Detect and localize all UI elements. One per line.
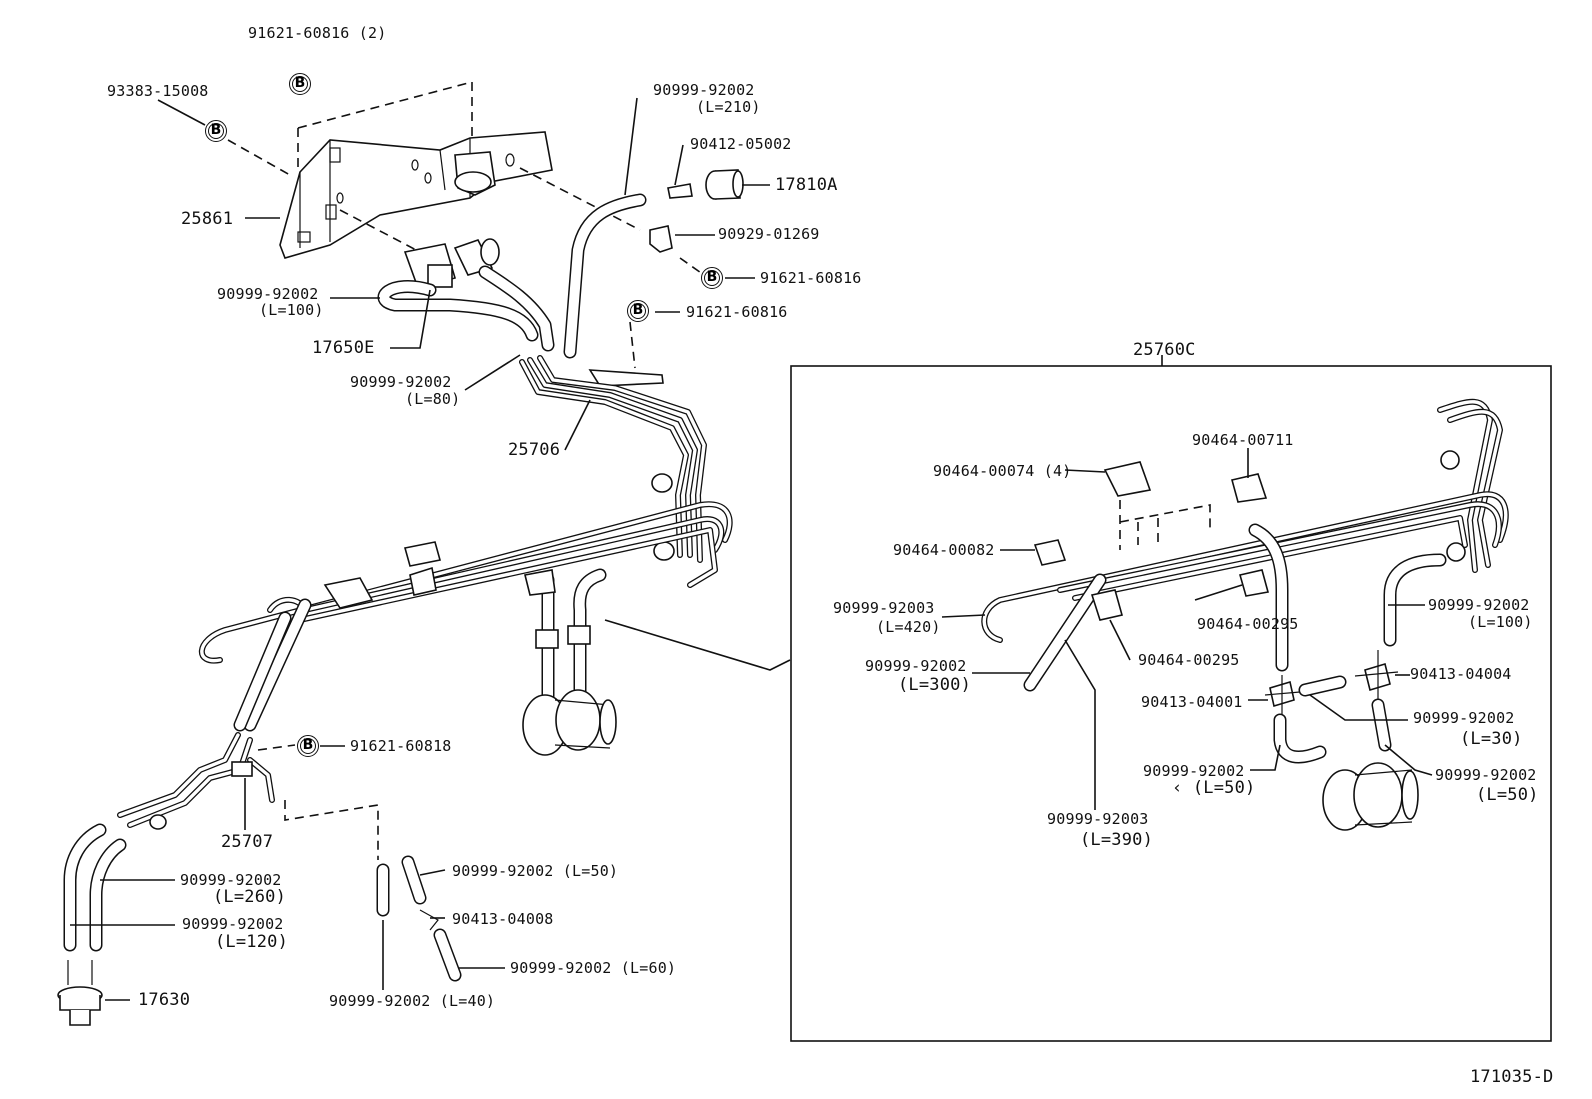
label-l120: (L=120) bbox=[215, 932, 289, 952]
label-90999-92002-l260: 90999-92002 bbox=[180, 871, 282, 889]
actuator-pair bbox=[522, 689, 617, 756]
detail-label-90999-92003-l420: 90999-92003 bbox=[833, 599, 935, 617]
bolt-marker-right: B bbox=[701, 267, 723, 289]
label-l80: (L=80) bbox=[405, 390, 461, 408]
detail-label-l390: (L=390) bbox=[1080, 830, 1154, 850]
sensor-17630 bbox=[57, 960, 103, 1026]
label-90999-92002-l60: 90999-92002 (L=60) bbox=[510, 959, 677, 977]
detail-label-90999-92002-l50-right: 90999-92002 bbox=[1435, 766, 1537, 784]
detail-label-l420: (L=420) bbox=[876, 618, 941, 636]
label-90412-05002: 90412-05002 bbox=[690, 135, 792, 153]
label-91621-60816-a: 91621-60816 bbox=[760, 269, 862, 287]
detail-box-title: 25760C bbox=[1133, 340, 1196, 360]
detail-label-90464-00295-b: 90464-00295 bbox=[1138, 651, 1240, 669]
clip-90929 bbox=[649, 225, 673, 253]
label-90999-92002-l40: 90999-92002 (L=40) bbox=[329, 992, 496, 1010]
label-17810a: 17810A bbox=[775, 175, 838, 195]
detail-label-90999-92002-l300: 90999-92002 bbox=[865, 657, 967, 675]
label-l210: (L=210) bbox=[696, 98, 761, 116]
filter-17810a bbox=[705, 169, 744, 200]
label-25861: 25861 bbox=[181, 209, 234, 229]
label-91621-60816-b: 91621-60816 bbox=[686, 303, 788, 321]
label-90999-92002-l80: 90999-92002 bbox=[350, 373, 452, 391]
vsv-17650e bbox=[403, 238, 500, 289]
pipe-25706 bbox=[519, 355, 707, 563]
label-25706: 25706 bbox=[508, 440, 561, 460]
label-91621-60818: 91621-60818 bbox=[350, 737, 452, 755]
detail-label-90999-92002-l100: 90999-92002 bbox=[1428, 596, 1530, 614]
detail-label-l30: (L=30) bbox=[1460, 729, 1523, 749]
detail-label-90413-04004: 90413-04004 bbox=[1410, 665, 1512, 683]
bolt-marker-top: B bbox=[289, 73, 311, 95]
label-17650e: 17650E bbox=[312, 338, 375, 358]
detail-label-90464-00295-a: 90464-00295 bbox=[1197, 615, 1299, 633]
label-90413-04008: 90413-04008 bbox=[452, 910, 554, 928]
detail-label-90999-92002-l30: 90999-92002 bbox=[1413, 709, 1515, 727]
label-l100: (L=100) bbox=[259, 301, 324, 319]
label-25707: 25707 bbox=[221, 832, 274, 852]
label-93383-15008: 93383-15008 bbox=[107, 82, 209, 100]
detail-label-90464-00082: 90464-00082 bbox=[893, 541, 995, 559]
detail-label-90464-00711: 90464-00711 bbox=[1192, 431, 1294, 449]
label-90999-92002-l210: 90999-92002 bbox=[653, 81, 755, 99]
bolt-marker-left: B bbox=[205, 120, 227, 142]
label-90929-01269: 90929-01269 bbox=[718, 225, 820, 243]
label-90999-92002-l50-bottom: 90999-92002 (L=50) bbox=[452, 862, 619, 880]
label-17630: 17630 bbox=[138, 990, 191, 1010]
detail-label-l50-right: (L=50) bbox=[1476, 785, 1539, 805]
bolt-marker-lower: B bbox=[297, 735, 319, 757]
fitting-90412 bbox=[667, 183, 693, 199]
detail-label-90999-92002-l50: 90999-92002 bbox=[1143, 762, 1245, 780]
bolt-marker-mid: B bbox=[627, 300, 649, 322]
bracket-25861 bbox=[279, 131, 553, 259]
detail-label-90464-00074: 90464-00074 (4) bbox=[933, 462, 1072, 480]
detail-label-90413-04001: 90413-04001 bbox=[1141, 693, 1243, 711]
detail-assembly bbox=[981, 398, 1509, 831]
detail-label-l300: (L=300) bbox=[898, 675, 972, 695]
label-90999-92002-l100: 90999-92002 bbox=[217, 285, 319, 303]
detail-label-l50: ‹ (L=50) bbox=[1172, 778, 1256, 798]
diagram-id: 171035-D bbox=[1470, 1067, 1554, 1087]
detail-box-25760c bbox=[790, 365, 1552, 1042]
detail-label-90999-92003-l390: 90999-92003 bbox=[1047, 810, 1149, 828]
detail-label-l100: (L=100) bbox=[1468, 613, 1533, 631]
label-91621-60816-2: 91621-60816 (2) bbox=[248, 24, 387, 42]
pipe-25707 bbox=[117, 732, 275, 830]
label-90999-92002-l120: 90999-92002 bbox=[182, 915, 284, 933]
label-l260: (L=260) bbox=[213, 887, 287, 907]
